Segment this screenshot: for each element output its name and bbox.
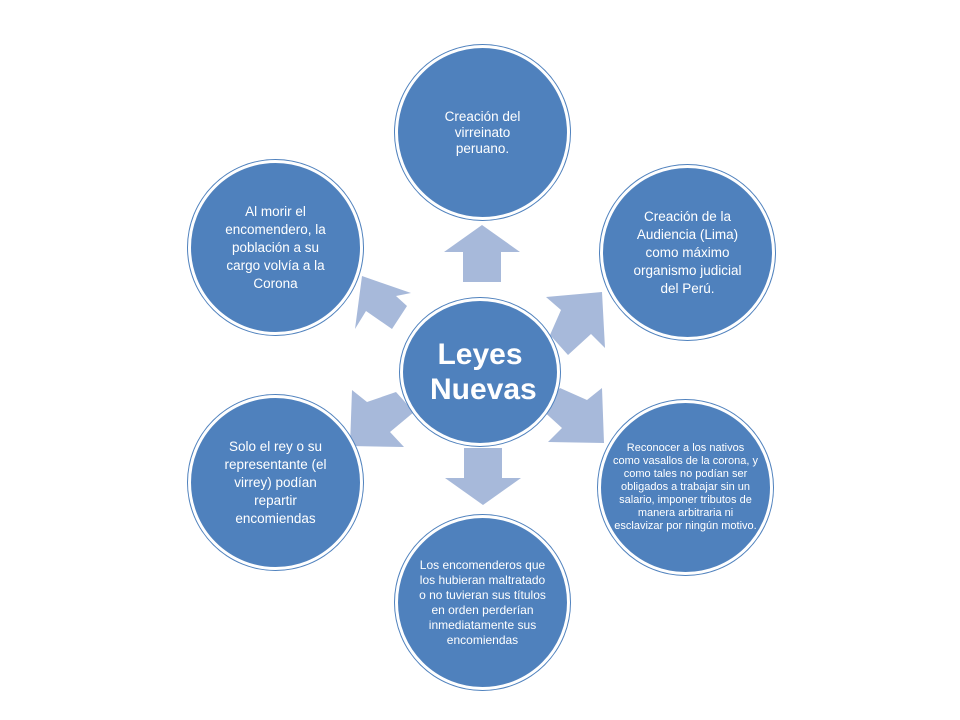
arrow-to-top-right-node [546, 292, 605, 355]
node-rey-virrey-text: Solo el rey o su representante (el virre… [224, 438, 327, 526]
node-vasallos-text: Reconocer a los nativos como vasallos de… [613, 442, 758, 532]
arrow-to-bottom-node [445, 448, 521, 505]
arrow-to-bottom-left-node [350, 390, 414, 447]
node-corona: Al morir el encomendero, la población a … [188, 160, 363, 335]
arrow-to-bottom-right-node [540, 388, 604, 443]
node-encomenderos: Los encomenderos que los hubieran maltra… [395, 515, 570, 690]
node-virreinato: Creación del virreinato peruano. [395, 45, 570, 220]
node-virreinato-text: Creación del virreinato peruano. [444, 108, 521, 156]
center-node: Leyes Nuevas [400, 298, 560, 446]
node-audiencia: Creación de la Audiencia (Lima) como máx… [600, 165, 775, 340]
arrow-to-top-node [444, 225, 520, 282]
arrow-to-top-left-node [355, 276, 411, 329]
node-rey-virrey: Solo el rey o su representante (el virre… [188, 395, 363, 570]
node-encomenderos-text: Los encomenderos que los hubieran maltra… [419, 557, 546, 647]
node-corona-text: Al morir el encomendero, la población a … [225, 203, 326, 291]
node-audiencia-text: Creación de la Audiencia (Lima) como máx… [633, 208, 742, 296]
center-node-label: Leyes Nuevas [430, 338, 537, 406]
node-vasallos: Reconocer a los nativos como vasallos de… [598, 400, 773, 575]
